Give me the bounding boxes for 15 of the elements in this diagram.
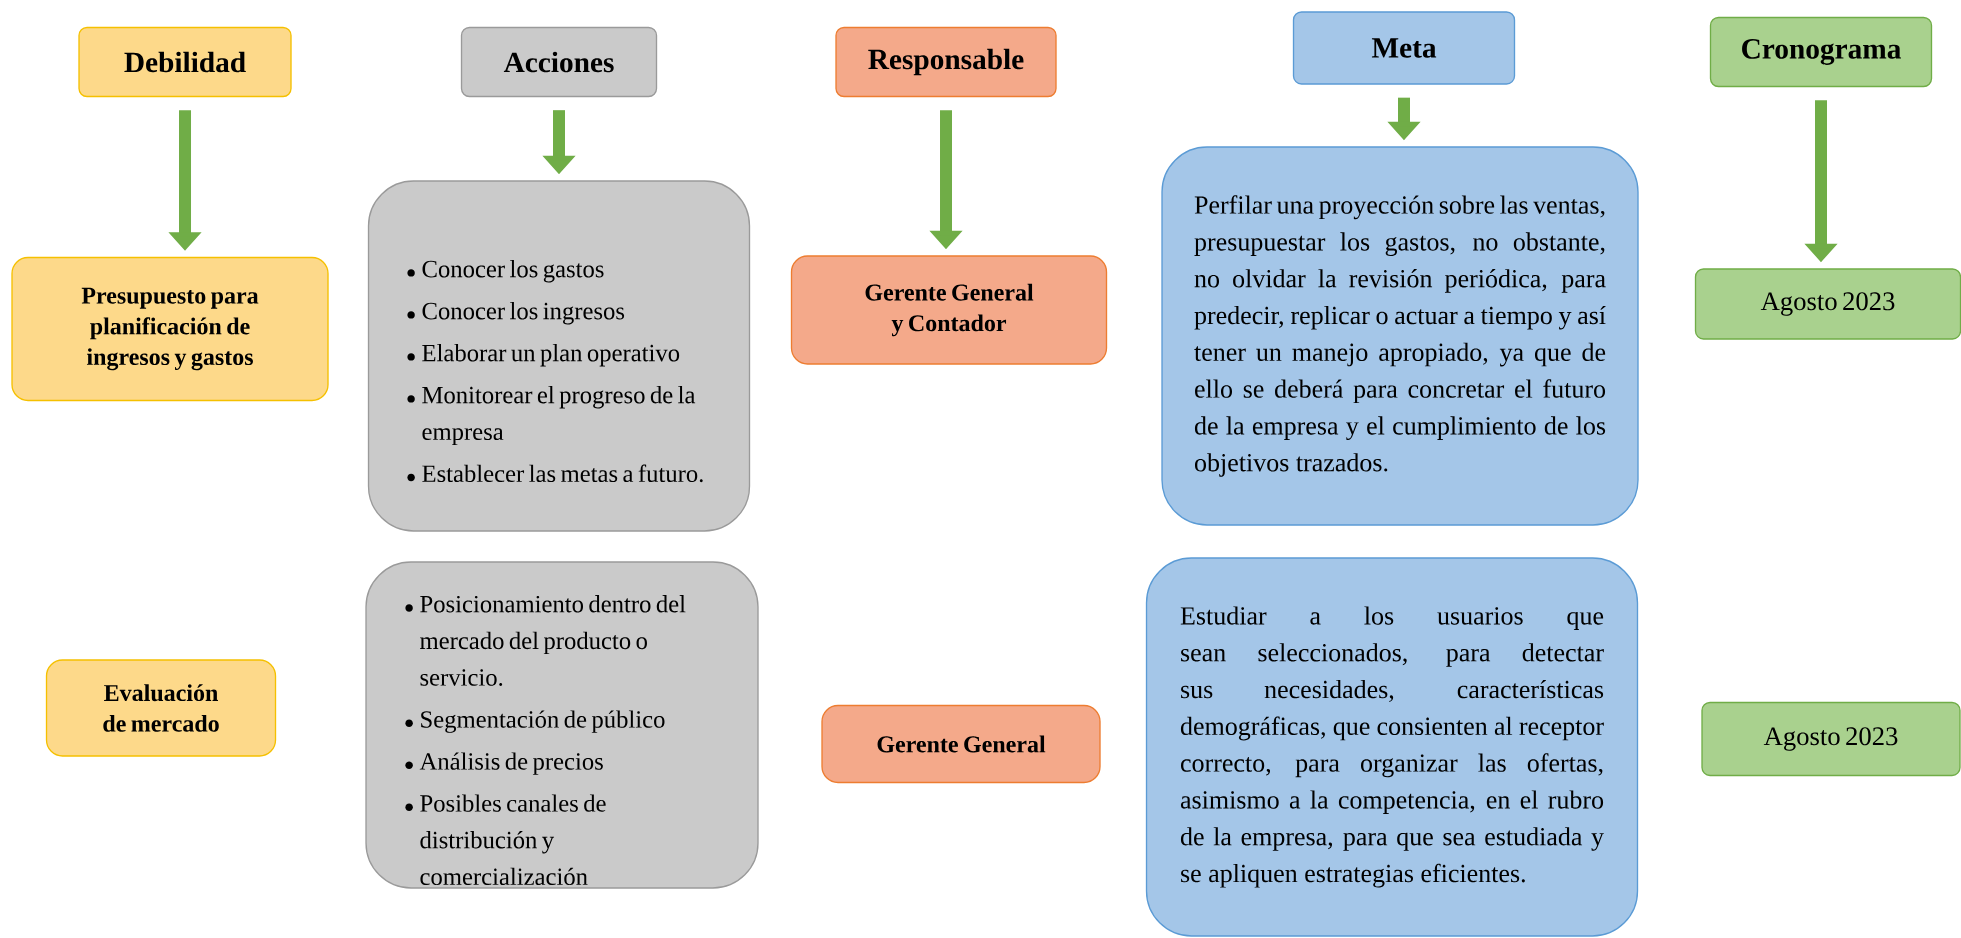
header-box: Meta xyxy=(1292,11,1516,85)
weakness-box: Presupuesto para planificación de ingresos y gastos xyxy=(11,256,329,402)
date-box: Agosto 2023 xyxy=(1694,268,1961,340)
header-box: Acciones xyxy=(460,26,658,98)
weakness-box: Evaluación de mercado xyxy=(45,659,277,757)
header-box: Responsable xyxy=(835,26,1057,98)
header-box: Debilidad xyxy=(78,26,292,98)
responsible-box: Gerente General xyxy=(821,704,1101,784)
action-list-box: Conocer los gastos Conocer los ingresos Elaborar un plan operativo Monitorear el progreso de la empresa Establecer las metas a futuro. xyxy=(367,180,751,532)
action-list-box: Posicionamiento dentro del mercado del producto o servicio. Segmentación de público Análisis de precios Posibles canales de distribución y comercialización xyxy=(365,561,759,889)
header-box: Cronograma xyxy=(1709,16,1933,88)
date-box: Agosto 2023 xyxy=(1701,701,1961,777)
responsible-box: Gerente General y Contador xyxy=(790,255,1108,365)
goal-text-box: Perfilar una proyección sobre las ventas, presupuestar los gastos, no obstante, no olvidar la revisión periódica, para predecir, replicar o actuar a tiempo y así tener un manejo apropiado, ya que de ello se deberá para concretar el futuro de la empresa y el cumplimiento de los objetivos trazados. xyxy=(1161,146,1639,526)
goal-text-box: Estudiar a los usuarios que sean seleccionados, para detectar sus necesidades, características demográficas, que consienten al receptor correcto, para organizar las ofertas, asimismo a la competencia, en el rubro de la empresa, para que sea estudiada y se apliquen estrategias eficientes. xyxy=(1145,557,1639,937)
